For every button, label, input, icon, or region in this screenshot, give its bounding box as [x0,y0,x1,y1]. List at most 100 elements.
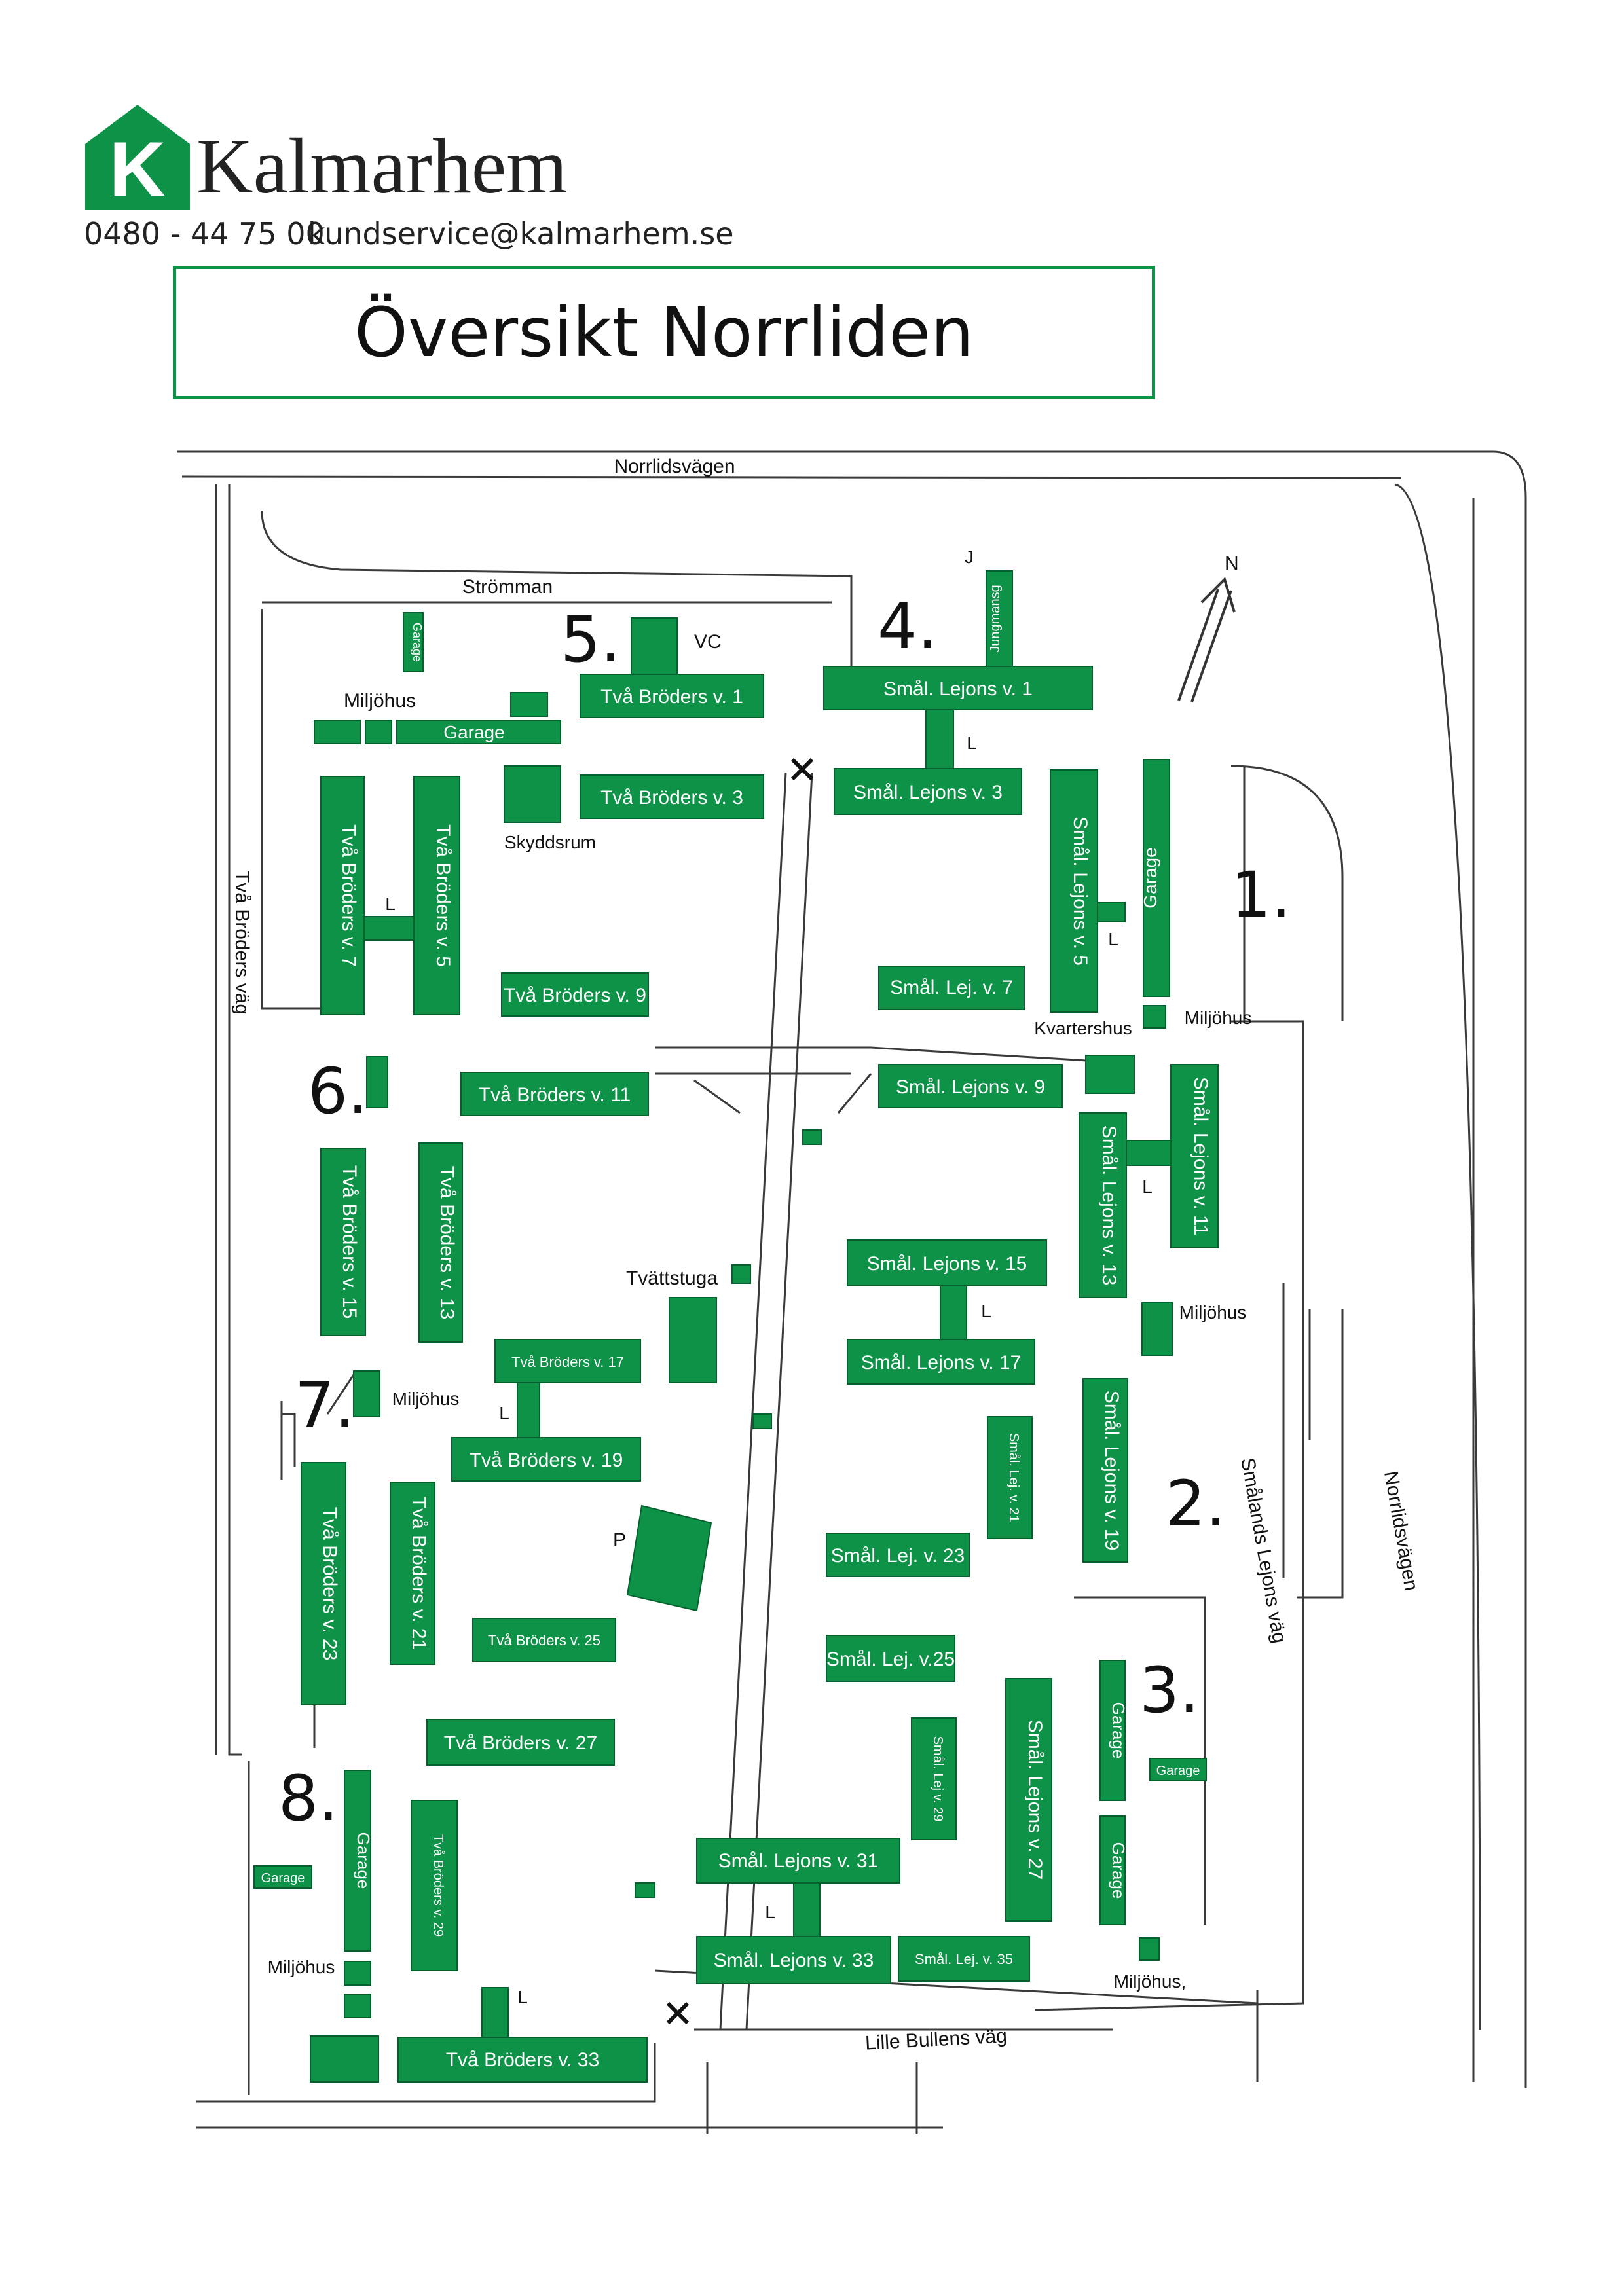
building-sl31 [696,1838,900,1884]
building-sl1 [823,666,1093,710]
label-sl17: Smål. Lejons v. 17 [861,1352,1022,1374]
label-tb3: Två Bröders v. 3 [600,787,743,809]
garage-block-c [396,720,561,744]
small-structure-a [731,1264,751,1284]
link-tb17-tb19 [517,1382,540,1438]
building-tb19 [451,1437,641,1482]
garage-block-b [365,720,392,744]
zone-6: 6. [308,1055,368,1128]
label-tb23: Två Bröders v. 23 [319,1507,341,1661]
label-tb7: Två Bröders v. 7 [338,824,360,967]
skyddsrum [504,765,561,823]
building-sl21 [987,1416,1033,1539]
link-sl1-sl3 [925,709,954,769]
label-sl29: Smål. Lej v. 29 [931,1736,945,1822]
miljohus-8a [344,1961,371,1986]
vc-building [631,617,678,678]
logo-letter: K [109,126,166,210]
building-sl23 [826,1533,970,1577]
label-sl3: Smål. Lejons v. 3 [853,782,1003,803]
email-address: kundservice@kalmarhem.se [308,216,734,251]
miljohus-3 [1139,1937,1160,1961]
building-tb27 [426,1719,615,1766]
building-jungmansg [986,570,1013,667]
north-arrow: N [1177,553,1239,702]
label-tb15: Två Bröders v. 15 [339,1165,360,1319]
link-tb5-tb7 [363,916,415,941]
label-miljohus-8: Miljöhus [268,1957,335,1977]
label-tb33: Två Bröders v. 33 [446,2049,600,2071]
garage-small-top [403,612,424,672]
label-vc: VC [694,631,722,653]
laundry-marker-tb19: L [499,1403,509,1423]
miljohus-8c [310,2035,379,2083]
label-garage-5: Garage [443,722,504,742]
laundry-marker-tb5: L [385,894,396,914]
label-tb13: Två Bröders v. 13 [436,1166,458,1320]
label-sl15: Smål. Lejons v. 15 [867,1253,1027,1275]
laundry-marker-sl3: L [967,733,977,753]
building-tb23 [301,1462,346,1705]
building-sl35 [898,1936,1030,1982]
laundry-marker-sl15: L [981,1301,991,1321]
label-tb19: Två Bröders v. 19 [470,1449,623,1471]
label-sl7: Smål. Lej. v. 7 [890,977,1013,998]
label-sl11: Smål. Lejons v. 11 [1190,1077,1211,1235]
label-garage-small-8: Garage [261,1871,305,1886]
street-norrlidsvagen-right: Norrlidsvägen [1380,1469,1422,1592]
label-kvartershus: Kvartershus [1034,1018,1132,1038]
building-tb15 [320,1148,366,1336]
building-sl27 [1005,1678,1052,1922]
garage-3a [1099,1660,1126,1801]
building-sl19 [1082,1378,1128,1563]
label-tb11: Två Bröders v. 11 [479,1084,631,1106]
building-sl17 [847,1339,1035,1385]
label-garage-3a: Garage [1109,1702,1128,1759]
miljohus-5 [510,692,548,717]
page-title: Översikt Norrliden [354,293,974,373]
building-sl9 [878,1064,1063,1108]
laundry-marker-sl11: L [1142,1176,1153,1197]
laundry-marker-tb33: L [517,1987,528,2007]
building-tb17 [494,1339,641,1383]
label-sl31: Smål. Lejons v. 31 [718,1850,879,1872]
label-sl33: Smål. Lejons v. 33 [714,1950,874,1971]
crossing-marker [666,757,814,2025]
label-sl27: Smål. Lejons v. 27 [1024,1720,1046,1880]
garage-block-a [314,720,361,744]
building-sl15 [847,1239,1047,1286]
label-sl23: Smål. Lej. v. 23 [831,1545,965,1567]
laundry-marker-sl5: L [1108,929,1118,949]
small-structure-c [752,1413,772,1429]
zone-4: 4. [877,590,938,663]
label-tb21: Två Bröders v. 21 [408,1497,430,1650]
zone-7: 7. [295,1369,355,1442]
miljohus-1 [1143,1005,1166,1029]
building-sl25 [826,1635,955,1682]
label-garage-3b: Garage [1156,1764,1200,1778]
zone-2: 2. [1166,1467,1226,1540]
label-tvattstuga: Tvättstuga [626,1267,718,1289]
label-miljohus-5: Miljöhus [344,690,416,712]
garage-3b [1149,1758,1207,1781]
label-tb9: Två Bröders v. 9 [504,985,646,1006]
label-sl1: Smål. Lejons v. 1 [883,678,1033,700]
road-network [177,450,1527,2134]
building-tb5 [413,776,460,1015]
building-sl7 [878,966,1025,1010]
building-tb29 [411,1800,458,1971]
building-tb11 [460,1072,649,1116]
street-stromman: Strömman [462,576,553,598]
label-skyddsrum: Skyddsrum [504,832,596,852]
label-sl21: Smål. Lej. v. 21 [1006,1433,1021,1522]
north-label: N [1225,553,1239,574]
label-miljohus-1: Miljöhus [1185,1008,1252,1028]
kvartershus [1085,1055,1135,1094]
label-tb17: Två Bröders v. 17 [511,1354,624,1370]
building-tb33 [397,2037,648,2083]
brand-name: Kalmarhem [196,122,568,210]
garage-3c [1099,1815,1126,1925]
label-sl19: Smål. Lejons v. 19 [1101,1391,1122,1551]
tvattstuga [669,1297,717,1383]
